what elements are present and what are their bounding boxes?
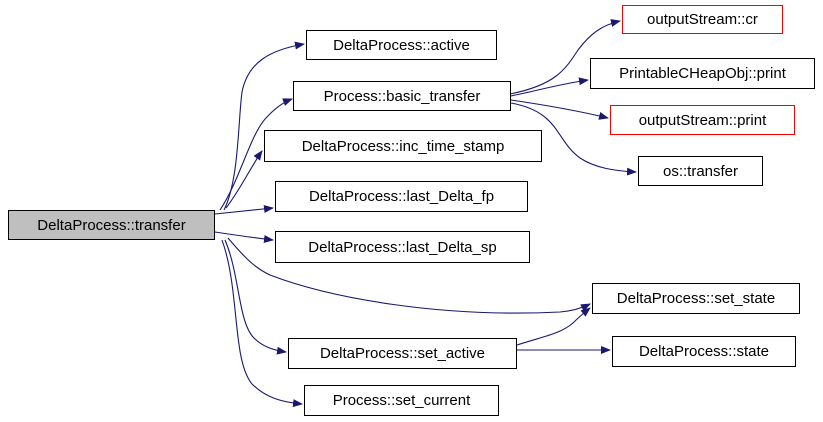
node-delta-process-set-state[interactable]: DeltaProcess::set_state bbox=[592, 283, 800, 314]
node-delta-process-last-delta-fp[interactable]: DeltaProcess::last_Delta_fp bbox=[275, 181, 528, 212]
edge-basic-transfer-to-printable-print bbox=[510, 77, 589, 97]
node-delta-process-active[interactable]: DeltaProcess::active bbox=[306, 30, 497, 60]
node-delta-process-transfer: DeltaProcess::transfer bbox=[8, 210, 215, 240]
edge-transfer-to-active bbox=[223, 41, 305, 211]
node-output-stream-print[interactable]: outputStream::print bbox=[610, 105, 795, 135]
node-os-transfer[interactable]: os::transfer bbox=[638, 156, 763, 186]
node-printable-cheap-obj-print[interactable]: PrintableCHeapObj::print bbox=[590, 58, 815, 89]
node-delta-process-last-delta-sp[interactable]: DeltaProcess::last_Delta_sp bbox=[275, 231, 530, 263]
edge-basic-transfer-to-os-transfer bbox=[510, 102, 637, 176]
node-process-basic-transfer[interactable]: Process::basic_transfer bbox=[293, 81, 511, 111]
edge-transfer-to-last-delta-fp bbox=[214, 205, 274, 215]
edge-transfer-to-set-active bbox=[224, 239, 287, 355]
edge-transfer-to-last-delta-sp bbox=[214, 231, 274, 243]
edge-transfer-to-inc-time-stamp bbox=[225, 150, 263, 209]
node-delta-process-set-active[interactable]: DeltaProcess::set_active bbox=[288, 338, 517, 369]
edge-transfer-to-set-current bbox=[221, 239, 303, 408]
edge-basic-transfer-to-output-cr bbox=[509, 19, 621, 95]
node-delta-process-state[interactable]: DeltaProcess::state bbox=[612, 336, 796, 367]
edge-transfer-to-set-state bbox=[227, 237, 591, 314]
edge-transfer-to-basic-transfer bbox=[219, 98, 293, 211]
node-output-stream-cr[interactable]: outputStream::cr bbox=[622, 5, 783, 34]
node-process-set-current[interactable]: Process::set_current bbox=[304, 385, 499, 416]
edge-basic-transfer-to-output-print bbox=[510, 99, 609, 120]
node-delta-process-inc-time-stamp[interactable]: DeltaProcess::inc_time_stamp bbox=[264, 130, 542, 162]
edge-set-active-to-set-state bbox=[516, 307, 591, 346]
